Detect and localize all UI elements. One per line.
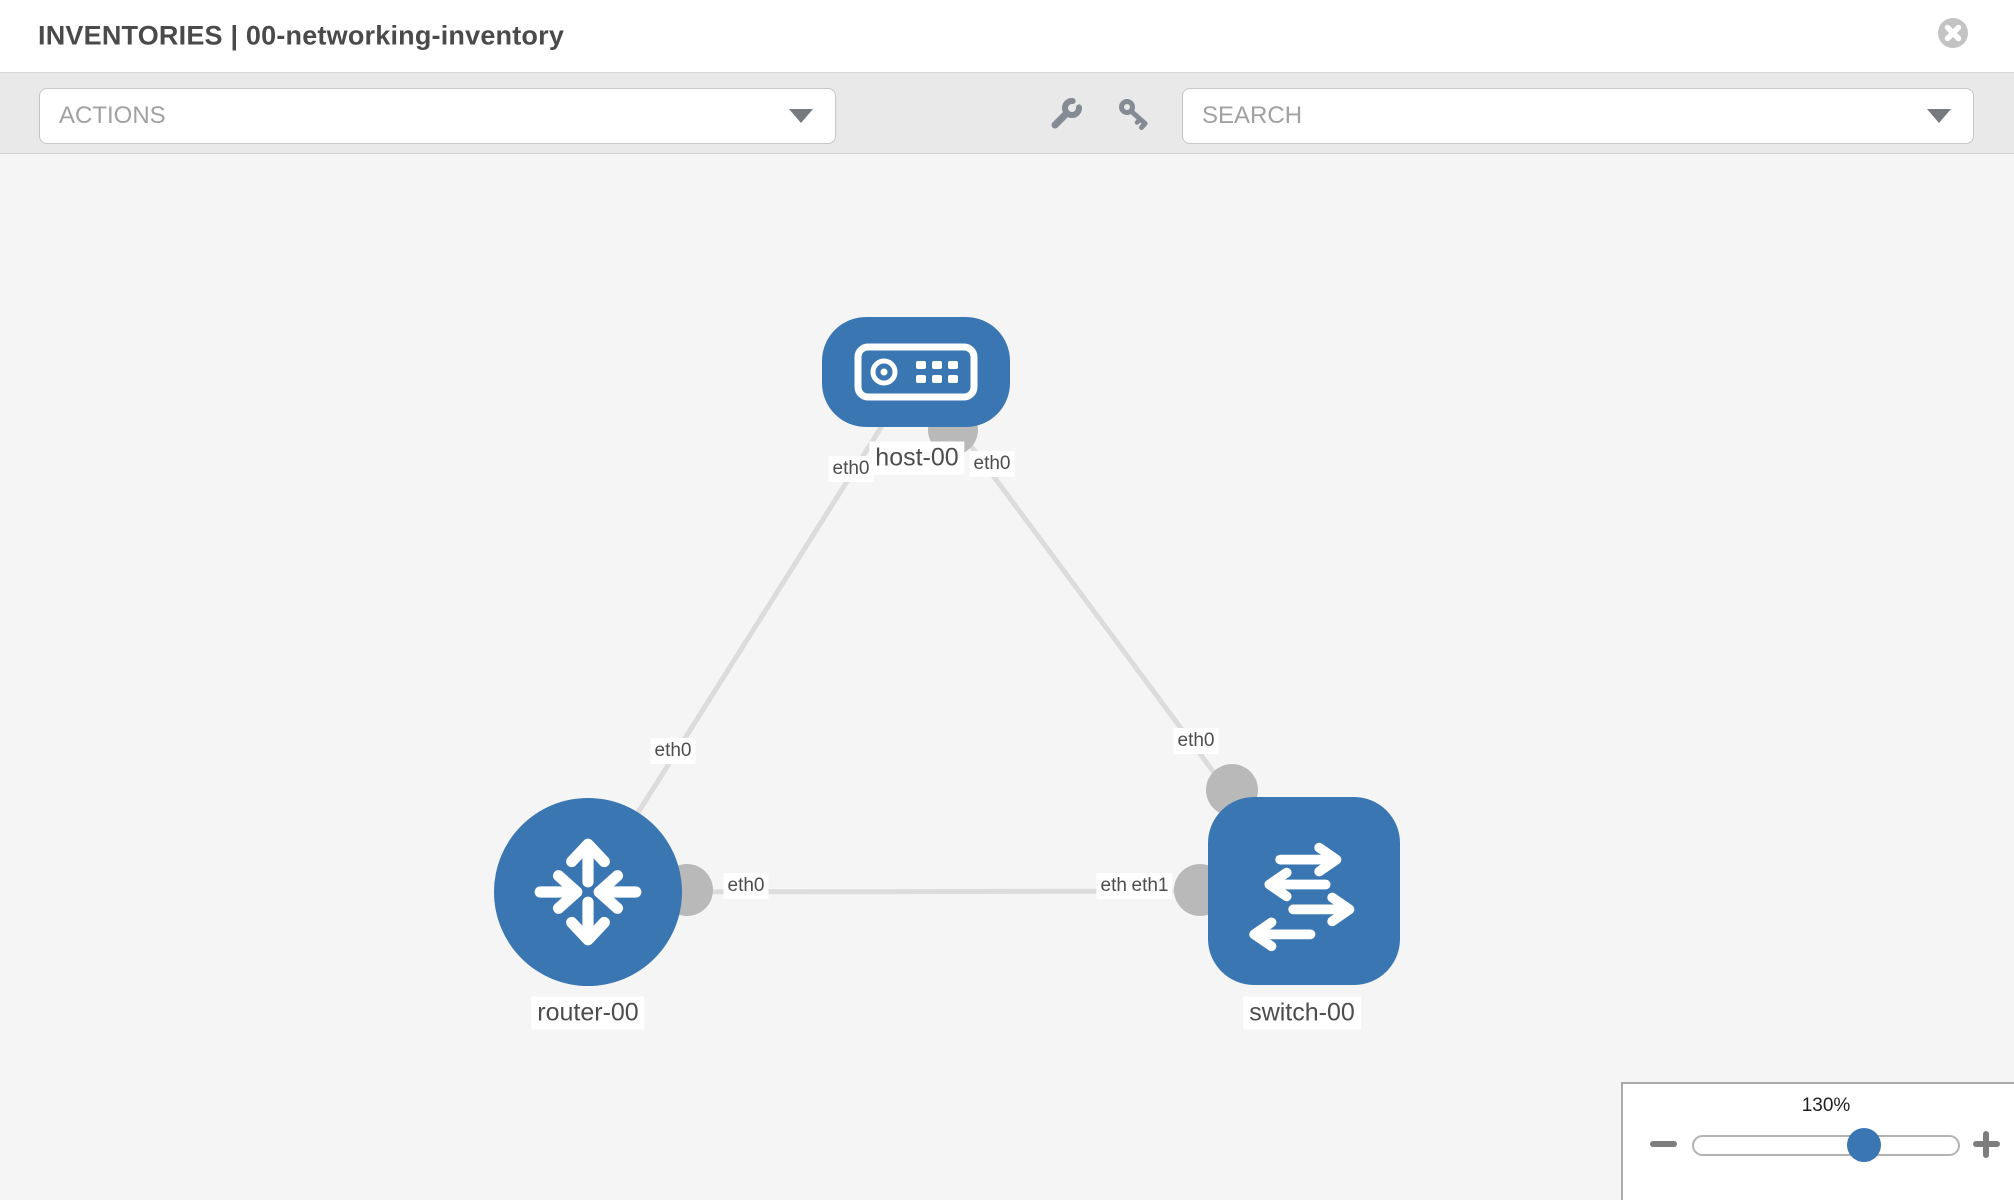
node-label-host-00: host-00 xyxy=(869,441,965,475)
router-arrow-down-head xyxy=(566,916,610,946)
key-ring xyxy=(1119,99,1135,115)
zoom-slider-handle[interactable] xyxy=(1847,1128,1881,1162)
switch-icon xyxy=(1249,842,1355,952)
plus-icon-bar-v xyxy=(1983,1131,1989,1158)
node-router-00[interactable] xyxy=(494,798,682,986)
interface-label: eth0 xyxy=(969,451,1015,477)
search-dropdown[interactable]: SEARCH xyxy=(1182,88,1974,144)
interface-label: eth0 xyxy=(723,873,769,899)
router-arrow-in-right-head xyxy=(593,870,624,914)
switch-arrow-left-1-head xyxy=(1264,867,1292,902)
close-button[interactable] xyxy=(1938,18,1968,48)
search-dropdown-label: SEARCH xyxy=(1202,102,1303,129)
host-icon-led xyxy=(916,361,926,369)
host-icon-chassis xyxy=(854,343,978,401)
switch-arrow-right-1-head xyxy=(1314,842,1342,877)
interface-label: eth1 xyxy=(1127,873,1173,899)
wrench-button[interactable] xyxy=(1046,95,1086,135)
router-icon xyxy=(534,838,642,946)
wrench-icon xyxy=(1051,98,1082,129)
actions-dropdown[interactable]: ACTIONS xyxy=(39,88,836,144)
plus-icon[interactable] xyxy=(1973,1131,2000,1158)
host-icon-dial-dot xyxy=(880,368,888,376)
host-icon-led xyxy=(948,361,958,369)
key-tooth-1 xyxy=(1139,121,1148,130)
node-switch-00[interactable] xyxy=(1208,797,1400,985)
key-tooth-2 xyxy=(1134,116,1143,125)
zoom-level-label: 130% xyxy=(1801,1095,1851,1116)
switch-arrow-left-2-head xyxy=(1249,917,1277,952)
key-shaft xyxy=(1129,109,1148,126)
node-label-router-00: router-00 xyxy=(531,996,645,1030)
interface-label: eth0 xyxy=(828,456,874,482)
zoom-control-panel: 130% xyxy=(1621,1082,2014,1200)
interface-label: eth0 xyxy=(650,738,696,764)
toolbar: ACTIONS SEARCH xyxy=(0,72,2014,154)
topology-canvas[interactable]: eth0 host-00 eth0 eth0 eth0 eth0 eth0 et… xyxy=(0,154,2014,1200)
host-icon-led xyxy=(948,375,958,383)
wrench-handle xyxy=(1051,111,1069,129)
zoom-slider-track[interactable] xyxy=(1692,1135,1960,1156)
header-bar: INVENTORIES | 00-networking-inventory xyxy=(0,0,2014,72)
caret-down-icon xyxy=(1927,109,1951,123)
switch-arrow-right-2-head xyxy=(1327,892,1355,927)
wrench-head xyxy=(1062,98,1082,118)
router-arrow-up-head xyxy=(566,838,610,868)
caret-down-icon xyxy=(789,109,813,123)
host-icon-dial xyxy=(870,358,898,386)
router-arrow-in-left-head xyxy=(552,870,583,914)
topology-links-layer xyxy=(585,370,1305,916)
actions-dropdown-label: ACTIONS xyxy=(59,102,166,129)
host-icon-led xyxy=(932,361,942,369)
page-title: INVENTORIES | 00-networking-inventory xyxy=(38,20,565,51)
host-icon xyxy=(854,343,978,401)
minus-icon[interactable] xyxy=(1650,1141,1677,1147)
interface-label: eth0 xyxy=(1173,728,1219,754)
close-icon xyxy=(1938,18,1968,48)
key-button[interactable] xyxy=(1115,95,1155,135)
host-icon-led xyxy=(932,375,942,383)
close-icon-x xyxy=(1944,24,1962,42)
host-icon-led xyxy=(916,375,926,383)
key-icon xyxy=(1119,99,1148,130)
node-host-00[interactable] xyxy=(822,317,1010,427)
node-label-switch-00: switch-00 xyxy=(1243,996,1361,1030)
